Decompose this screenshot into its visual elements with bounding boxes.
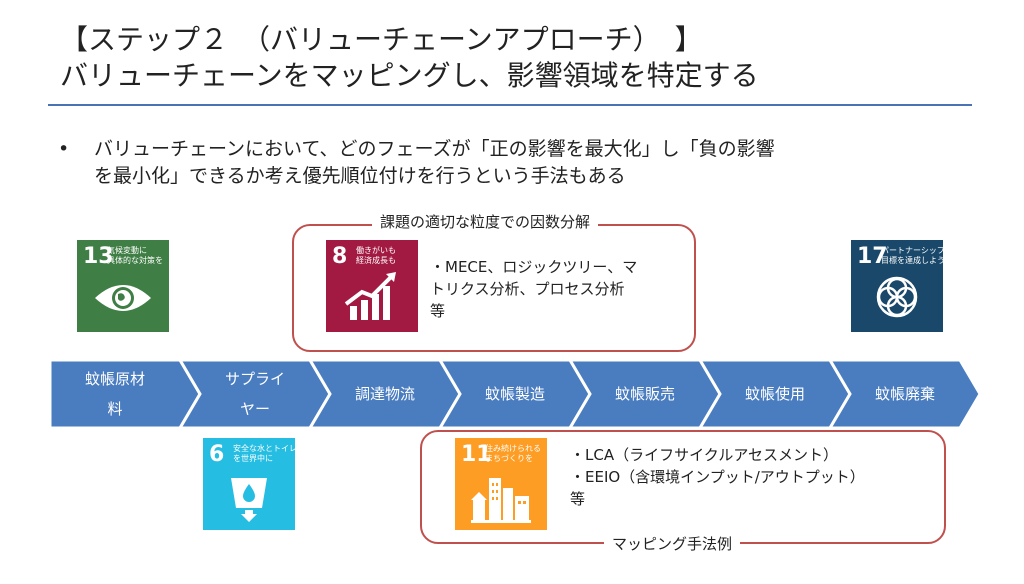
mapping-line-1: ・LCA（ライフサイクルアセスメント） bbox=[570, 446, 839, 464]
chain-step-7-shape bbox=[828, 360, 980, 428]
sdg-11-tile: 11 住み続けられるまちづくりを bbox=[455, 438, 547, 530]
chain-step-7-line-1: 蚊帳廃棄 bbox=[874, 385, 935, 403]
sdg-6-number: 6 bbox=[209, 442, 225, 467]
sdg-8-tile: 8 働きがいも経済成長も bbox=[326, 240, 418, 332]
chain-step-7-label: 蚊帳廃棄 bbox=[840, 379, 970, 409]
chain-step-2-line-1: サプライ bbox=[224, 370, 285, 388]
title-line-2: バリューチェーンをマッピングし、影響領域を特定する bbox=[60, 59, 759, 92]
sdg-6-label: 安全な水とトイレを世界中に bbox=[233, 444, 297, 463]
chain-step-5-shape bbox=[568, 360, 722, 428]
chain-step-1-line-2: 料 bbox=[107, 400, 123, 418]
bullet-line-2: を最小化」できるか考え優先順位付けを行うという手法もある bbox=[94, 165, 626, 187]
title-line-1: 【ステップ２ （バリューチェーンアプローチ） 】 bbox=[60, 23, 703, 56]
sdg-11-label: 住み続けられるまちづくりを bbox=[485, 444, 541, 463]
factorization-box-label: 課題の適切な粒度での因数分解 bbox=[372, 211, 599, 232]
bullet-text: バリューチェーンにおいて、どのフェーズが「正の影響を最大化」し「負の影響 を最小… bbox=[94, 136, 964, 190]
factorization-methods: ・MECE、ロジックツリー、マ トリクス分析、プロセス分析 等 bbox=[430, 256, 637, 322]
chain-step-2-label: サプライヤー bbox=[190, 364, 320, 424]
title-divider bbox=[48, 104, 972, 106]
bullet-marker: • bbox=[58, 138, 70, 160]
factorization-line-1: ・MECE、ロジックツリー、マ bbox=[430, 258, 638, 276]
chain-step-5-line-1: 蚊帳販売 bbox=[614, 385, 675, 403]
sdg-17-label: パートナーシップで目標を達成しよう bbox=[881, 246, 953, 265]
chain-step-6-label: 蚊帳使用 bbox=[710, 379, 840, 409]
sdg-17-number: 17 bbox=[857, 244, 888, 269]
chain-step-1-label: 蚊帳原材料 bbox=[50, 364, 180, 424]
sdg-13-number: 13 bbox=[83, 244, 114, 269]
chain-step-2-line-2: ヤー bbox=[239, 400, 270, 418]
chain-step-4-label: 蚊帳製造 bbox=[450, 379, 580, 409]
chain-step-1-line-1: 蚊帳原材 bbox=[84, 370, 145, 388]
chain-step-4-line-1: 蚊帳製造 bbox=[484, 385, 545, 403]
rings-icon bbox=[851, 240, 943, 332]
chain-step-5-label: 蚊帳販売 bbox=[580, 379, 710, 409]
chain-step-6-line-1: 蚊帳使用 bbox=[744, 385, 805, 403]
chain-step-3-shape bbox=[308, 360, 462, 428]
water-glass-icon bbox=[203, 438, 295, 530]
chain-step-2-shape bbox=[178, 360, 332, 428]
city-buildings-icon bbox=[455, 438, 547, 530]
factorization-line-2: トリクス分析、プロセス分析 bbox=[430, 280, 625, 298]
mapping-line-3: 等 bbox=[570, 490, 586, 508]
chain-step-6-shape bbox=[698, 360, 852, 428]
mapping-line-2: ・EEIO（含環境インプット/アウトプット） bbox=[570, 468, 865, 486]
eye-globe-icon bbox=[77, 240, 169, 332]
mapping-box-label: マッピング手法例 bbox=[604, 533, 741, 554]
value-chain-chevrons bbox=[50, 360, 980, 428]
sdg-6-tile: 6 安全な水とトイレを世界中に bbox=[203, 438, 297, 530]
value-chain: 蚊帳原材料サプライヤー調達物流蚊帳製造蚊帳販売蚊帳使用蚊帳廃棄 bbox=[50, 360, 980, 428]
sdg-17-tile: 17 パートナーシップで目標を達成しよう bbox=[851, 240, 953, 332]
growth-chart-icon bbox=[326, 240, 418, 332]
chain-step-1-shape bbox=[50, 360, 202, 428]
sdg-13-tile: 13 気候変動に具体的な対策を bbox=[77, 240, 169, 332]
slide-title: 【ステップ２ （バリューチェーンアプローチ） 】 バリューチェーンをマッピングし… bbox=[60, 22, 759, 94]
mapping-methods: ・LCA（ライフサイクルアセスメント） ・EEIO（含環境インプット/アウトプッ… bbox=[570, 444, 865, 510]
chain-step-3-line-1: 調達物流 bbox=[354, 385, 415, 403]
sdg-8-number: 8 bbox=[332, 244, 348, 269]
sdg-11-number: 11 bbox=[461, 442, 492, 467]
chain-step-3-label: 調達物流 bbox=[320, 379, 450, 409]
chain-step-4-shape bbox=[438, 360, 592, 428]
factorization-line-3: 等 bbox=[430, 302, 446, 320]
bullet-line-1: バリューチェーンにおいて、どのフェーズが「正の影響を最大化」し「負の影響 bbox=[94, 138, 775, 160]
sdg-8-label: 働きがいも経済成長も bbox=[356, 246, 396, 265]
sdg-13-label: 気候変動に具体的な対策を bbox=[107, 246, 163, 265]
